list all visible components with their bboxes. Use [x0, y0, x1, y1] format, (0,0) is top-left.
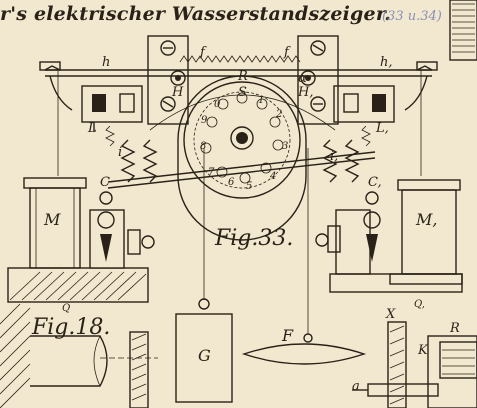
crossbar — [107, 94, 376, 189]
label-R-lower: R — [450, 321, 460, 336]
label-h: h — [102, 55, 111, 70]
float-F — [241, 343, 367, 365]
label-X: X — [386, 307, 396, 322]
label-Q: Q — [62, 303, 71, 314]
bracket-left — [147, 35, 189, 125]
dial-number: 2 — [276, 109, 283, 120]
label-G: G — [198, 346, 211, 365]
spring-right — [322, 139, 360, 183]
label-M1: M, — [416, 210, 438, 229]
wall-block-right — [449, 0, 477, 61]
label-M: M — [44, 210, 61, 229]
dial-number: 7 — [208, 167, 215, 178]
dial-number: 5 — [246, 181, 253, 192]
dial-number: 0 — [214, 99, 221, 110]
vessel-left — [7, 177, 155, 303]
dial-number: 9 — [201, 115, 208, 126]
label-C: C — [100, 175, 110, 190]
label-F: F — [282, 326, 294, 345]
spring-left — [120, 139, 158, 183]
label-i: i — [118, 145, 123, 160]
page-title: r's elektrischer Wasserstandszeiger. — [0, 3, 392, 25]
label-alpha: α — [298, 71, 307, 86]
bracket-right — [297, 35, 339, 125]
dial-number: 4 — [270, 171, 277, 182]
dial-number: 6 — [228, 177, 235, 188]
label-R: R — [238, 69, 248, 84]
label-f-left: f — [200, 45, 205, 60]
vessel-right — [315, 179, 463, 293]
label-h1: h, — [380, 55, 393, 70]
label-Q1: Q, — [414, 299, 425, 310]
label-f-right: f — [284, 45, 289, 60]
label-H: H — [172, 85, 184, 100]
label-K: K — [418, 343, 428, 358]
lower-right-mechanism — [352, 321, 477, 408]
lever-left — [39, 61, 73, 176]
magnet-right — [333, 85, 395, 147]
figure-18-label: Fig.18. — [32, 315, 111, 340]
weight-G — [175, 313, 233, 403]
magnet-left — [81, 85, 143, 147]
dial-number: 8 — [200, 141, 207, 152]
dial-number: 1 — [258, 95, 265, 106]
label-C1: C, — [368, 175, 382, 190]
label-a: a — [352, 379, 360, 394]
label-L1: L, — [376, 121, 389, 136]
lever-right — [404, 61, 438, 176]
dial-number: 3 — [282, 141, 289, 152]
label-H1: H, — [298, 85, 314, 100]
label-S: S — [238, 85, 247, 100]
main-wheel — [177, 75, 307, 241]
label-i1: i, — [330, 149, 339, 164]
label-L: L — [88, 121, 97, 136]
fig18-block — [0, 303, 158, 408]
suspension-lines — [198, 148, 313, 343]
figure-reference: (33 u.34) — [382, 9, 442, 24]
figure-33-label: Fig.33. — [215, 226, 294, 251]
